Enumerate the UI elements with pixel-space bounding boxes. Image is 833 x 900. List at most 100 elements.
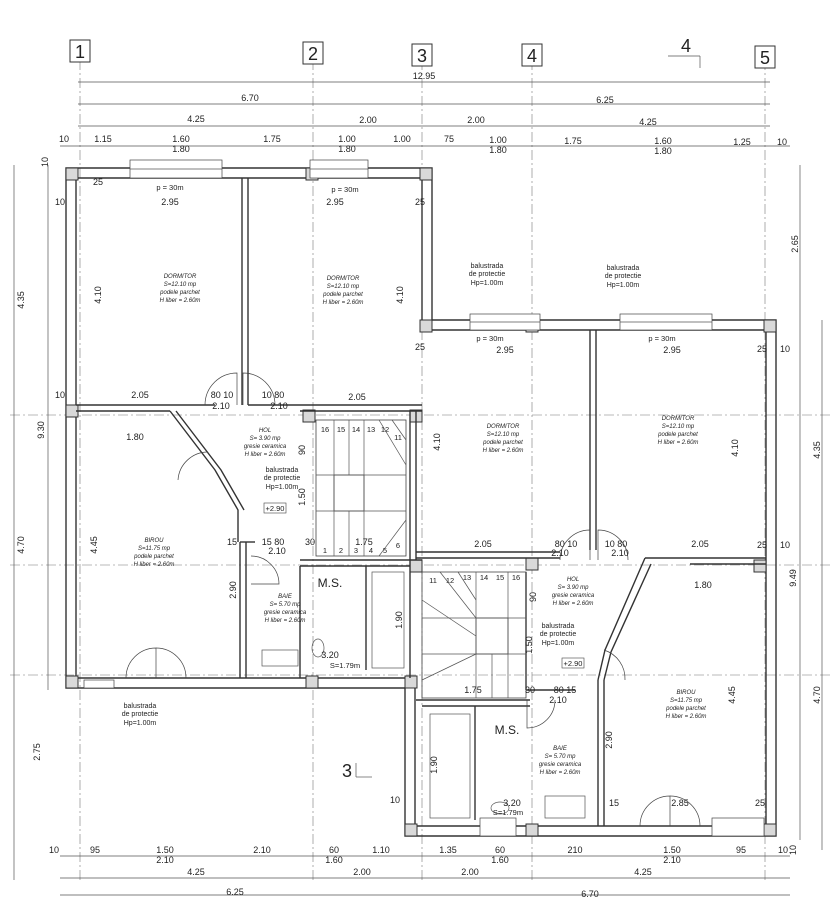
dim-w295-4: 2.95: [663, 345, 681, 355]
stair-step-4: 4: [369, 546, 373, 555]
room-baie-2: BAIE S= 5.70 mp gresie ceramica H liber …: [539, 746, 582, 776]
room-height: H liber = 2.60m: [553, 601, 594, 607]
room-name: HOL: [259, 428, 271, 434]
bottom-dimensions: 10 95 1.50 2.10 60 1.10 1.35 60 210 1.50…: [49, 845, 790, 899]
dim-p30-1: p = 30m: [156, 183, 183, 192]
dim-bot-200b: 2.00: [461, 867, 479, 877]
dim-w320-1: 3.20: [321, 650, 339, 660]
railing-4: balustrada de protectie Hp=1.00m: [540, 623, 577, 647]
dim-t25-4: 25: [757, 344, 767, 354]
dim-overall: 12.95: [413, 71, 436, 81]
railing-line: balustrada: [124, 703, 157, 710]
grid-label-2: 2: [308, 44, 318, 64]
room-floor: gresie ceramica: [244, 444, 287, 450]
dim-t90-2: 90: [528, 592, 538, 602]
room-baie-1: BAIE S= 5.70 mp gresie ceramica H liber …: [264, 594, 307, 624]
dim-right-10: 10: [788, 845, 798, 855]
dim-t90-1: 90: [297, 445, 307, 455]
dim-right-435: 4.35: [812, 441, 822, 459]
dim-w205-3: 2.05: [474, 539, 492, 549]
stair-step-5: 5: [383, 546, 387, 555]
stair-upper: 16 15 14 13 12 11 1 2 3 4 5 6: [315, 419, 407, 557]
dim-top-r4-5: 1.00: [393, 134, 411, 144]
dim-w1080-1: 10 80: [262, 390, 285, 400]
dim-top-670: 6.70: [241, 93, 259, 103]
dim-top-200a: 2.00: [359, 115, 377, 125]
dim-bot-r1b-0: 2.10: [156, 855, 174, 865]
room-name: BIROU: [676, 690, 696, 696]
room-name: DORMITOR: [487, 424, 520, 430]
dim-h410-1: 4.10: [93, 286, 103, 304]
dim-left-10: 10: [40, 157, 50, 167]
room-floor: podele parchet: [482, 440, 523, 446]
room-area: S= 5.70 mp: [545, 754, 577, 760]
dim-h190-2: 1.90: [429, 756, 439, 774]
stair-step-15: 15: [337, 425, 345, 434]
top-dimensions: 12.95 6.70 6.25 4.25 2.00 2.00 4.25 10 1…: [59, 71, 790, 156]
railing-line: balustrada: [607, 265, 640, 272]
room-area: S=12.10 mp: [662, 424, 695, 430]
dim-t15-1: 15: [227, 537, 237, 547]
section-mark-3: 3: [342, 761, 352, 781]
stair2-step-14: 14: [480, 573, 488, 582]
room-area: S= 5.70 mp: [270, 602, 302, 608]
dim-sfr-1: S=1.79m: [330, 661, 360, 670]
dim-bot-200a: 2.00: [353, 867, 371, 877]
dim-h410-4: 4.10: [730, 439, 740, 457]
room-hol-1: HOL S= 3.90 mp gresie ceramica H liber =…: [244, 428, 287, 458]
dim-t25-5: 25: [757, 540, 767, 550]
dim-t15-2: 15: [609, 798, 619, 808]
dim-h190-1: 1.90: [394, 611, 404, 629]
dim-top-r4b-2: 1.80: [489, 145, 507, 155]
dim-top-425b: 4.25: [639, 117, 657, 127]
grid-label-1: 1: [75, 42, 85, 62]
railing-line: balustrada: [471, 263, 504, 270]
dim-w285: 2.85: [671, 798, 689, 808]
grid-label-5: 5: [760, 48, 770, 68]
stair2-step-11: 11: [429, 576, 437, 585]
stair-step-16: 16: [321, 425, 329, 434]
room-floor: podele parchet: [322, 292, 363, 298]
stair-step-3: 3: [354, 546, 358, 555]
dim-left-930: 9.30: [36, 421, 46, 439]
room-floor: podele parchet: [665, 706, 706, 712]
room-area: S= 3.90 mp: [250, 436, 282, 442]
dim-w205-1: 2.05: [131, 390, 149, 400]
room-floor: podele parchet: [133, 554, 174, 560]
room-height: H liber = 2.60m: [134, 562, 175, 568]
room-area: S=12.10 mp: [164, 282, 197, 288]
dim-top-r4-9: 1.60: [654, 136, 672, 146]
dim-bot-425a: 4.25: [187, 867, 205, 877]
dim-bot-r1b-1: 1.60: [325, 855, 343, 865]
stair-step-1: 1: [323, 546, 327, 555]
dim-w210-3: 2.10: [551, 548, 569, 558]
railing-line: de protectie: [469, 271, 506, 278]
dim-sfr-2: S=1.79m: [493, 808, 523, 817]
dim-left-470: 4.70: [16, 536, 26, 554]
room-height: H liber = 2.60m: [483, 448, 524, 454]
railing-line: balustrada: [542, 623, 575, 630]
dim-t25-6: 25: [755, 798, 765, 808]
dim-top-625: 6.25: [596, 95, 614, 105]
room-name: BAIE: [278, 594, 293, 600]
dim-w210-2: 2.10: [270, 401, 288, 411]
stair-step-2: 2: [339, 546, 343, 555]
dim-w210-4: 2.10: [611, 548, 629, 558]
dim-w8010-1: 80 10: [211, 390, 234, 400]
dim-w295-1: 2.95: [161, 197, 179, 207]
railing-line: Hp=1.00m: [542, 640, 575, 647]
section-mark-4: 4: [681, 36, 691, 56]
dim-top-r4-8: 1.75: [564, 136, 582, 146]
dim-w8010-2: 80 10: [555, 539, 578, 549]
dim-top-r4-7: 1.00: [489, 135, 507, 145]
bathroom-fixtures: [261, 571, 586, 819]
dim-t10-2: 10: [780, 540, 790, 550]
railing-line: de protectie: [540, 631, 577, 638]
room-height: H liber = 2.60m: [265, 618, 306, 624]
dim-bot-r1-11: 95: [736, 845, 746, 855]
railing-2: balustrada de protectie Hp=1.00m: [605, 265, 642, 289]
railing-line: Hp=1.00m: [471, 280, 504, 287]
room-birou-1: BIROU S=11.75 mp podele parchet H liber …: [133, 538, 174, 568]
ms-label-2: M.S.: [495, 723, 520, 737]
dim-t30-1: 30: [305, 537, 315, 547]
